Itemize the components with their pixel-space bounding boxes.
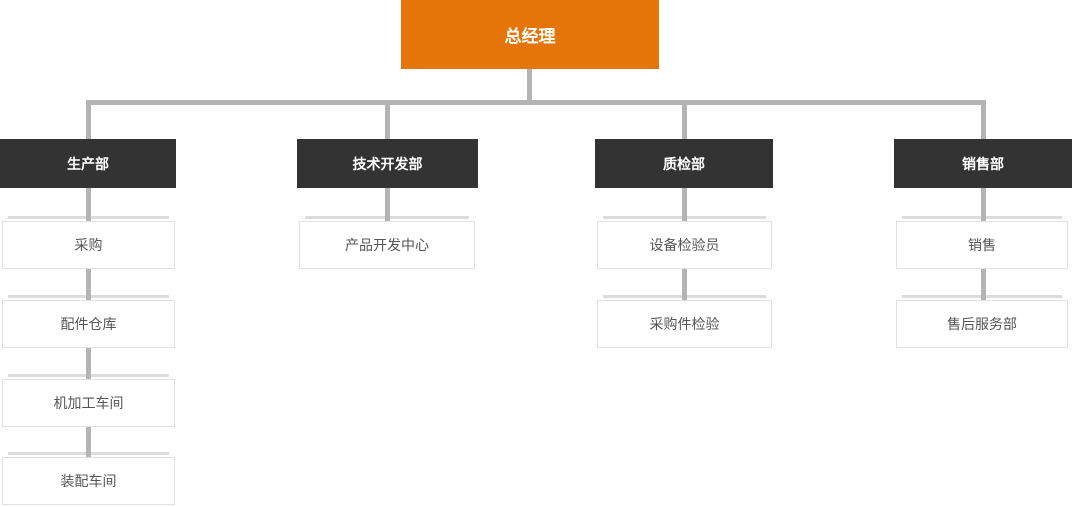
connector-child xyxy=(981,188,986,221)
connector-child xyxy=(86,427,91,457)
connector-child xyxy=(682,269,687,300)
connector-child xyxy=(86,188,91,221)
org-node-child: 设备检验员 xyxy=(597,216,772,269)
org-node-dept-qc: 质检部 xyxy=(595,139,773,188)
connector-dept-qc xyxy=(682,102,687,139)
org-node-dept-production: 生产部 xyxy=(0,139,176,188)
org-node-child: 产品开发中心 xyxy=(299,216,475,269)
org-node-dept-techdev: 技术开发部 xyxy=(297,139,478,188)
org-node-child: 采购件检验 xyxy=(597,295,772,348)
connector-dept-sales xyxy=(981,102,986,139)
connector-child xyxy=(86,348,91,379)
connector-child xyxy=(682,188,687,221)
org-node-dept-sales: 销售部 xyxy=(894,139,1072,188)
org-node-root: 总经理 xyxy=(401,0,659,69)
org-node-child: 采购 xyxy=(2,216,175,269)
connector-child xyxy=(981,269,986,300)
org-node-child: 售后服务部 xyxy=(896,295,1068,348)
connector-child xyxy=(385,188,390,221)
connector-horizontal-rail xyxy=(86,100,986,105)
connector-child xyxy=(86,269,91,300)
connector-root-stem xyxy=(527,69,532,104)
connector-dept-production xyxy=(86,102,91,139)
connector-dept-techdev xyxy=(385,102,390,139)
org-node-child: 机加工车间 xyxy=(2,374,175,427)
org-node-child: 销售 xyxy=(896,216,1068,269)
org-node-child: 配件仓库 xyxy=(2,295,175,348)
org-node-child: 装配车间 xyxy=(2,452,175,505)
